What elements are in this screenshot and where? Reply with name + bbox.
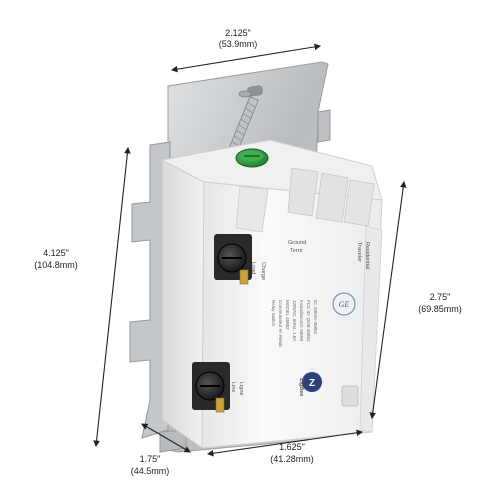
charge-label: Charge xyxy=(260,262,266,280)
zigbee-logo: Z ZigBee xyxy=(298,372,322,396)
height-left-mm: (104.8mm) xyxy=(34,260,78,270)
depth-mm: (44.5mm) xyxy=(131,466,170,476)
width-top-dimension-line xyxy=(170,43,322,73)
depth-dimension-line xyxy=(141,423,191,453)
residential-label: Residential xyxy=(364,242,370,269)
mounting-screw xyxy=(226,90,259,159)
zigbee-label: ZigBee xyxy=(298,378,304,396)
ligne-label: Ligne xyxy=(238,382,244,395)
spec-line: Incandescent: 600W xyxy=(299,300,304,342)
line-label: Line xyxy=(230,382,236,392)
traveler-slot xyxy=(341,385,359,407)
height-left-dimension-line xyxy=(93,146,131,448)
width-bottom-value: 1.625" xyxy=(279,442,305,452)
ground-screw xyxy=(235,148,269,168)
svg-text:GE: GE xyxy=(339,300,350,309)
load-terminal xyxy=(214,234,252,285)
ge-logo: GE xyxy=(332,292,356,316)
svg-text:Z: Z xyxy=(309,378,315,389)
width-bottom-mm: (41.28mm) xyxy=(270,454,314,464)
spec-line: IC: 3363A-45852 xyxy=(313,300,318,335)
ground-label: Ground xyxy=(288,240,306,246)
width-top-value: 2.125" xyxy=(225,28,251,38)
width-top-mm: (53.9mm) xyxy=(219,39,258,49)
spec-line: FCC ID: QOB-45852 xyxy=(306,300,311,342)
spec-text-block: Relay Switch Commutateur en Relais MODEL… xyxy=(271,300,318,348)
terre-label: Terre xyxy=(290,248,303,254)
spec-line: MODEL 45852 xyxy=(285,300,290,330)
spec-line: Relay Switch xyxy=(271,300,276,327)
height-right-mm: (69.85mm) xyxy=(418,304,462,314)
width-bottom-dimension-line xyxy=(206,429,364,457)
spec-line: 120VAC, 60Hz, 1.8A xyxy=(292,300,297,341)
height-right-value: 2.75" xyxy=(430,292,451,302)
traveler-label: Traveler xyxy=(356,242,362,262)
spec-line: Commutateur en Relais xyxy=(278,300,283,348)
load-label: Load xyxy=(250,262,256,274)
depth-value: 1.75" xyxy=(140,454,161,464)
line-terminal xyxy=(192,362,230,413)
dimension-lines xyxy=(93,43,407,457)
height-right-dimension-line xyxy=(369,180,407,420)
height-left-value: 4.125" xyxy=(43,248,69,258)
